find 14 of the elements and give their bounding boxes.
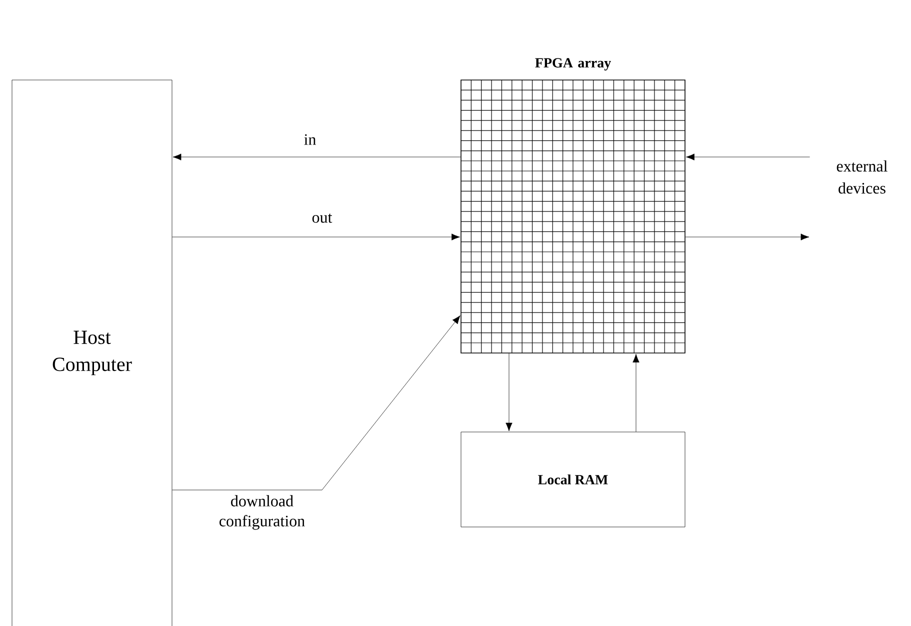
arrow <box>172 234 460 240</box>
edge-label: out <box>312 214 332 223</box>
arrow <box>172 154 461 160</box>
edge-label: in <box>304 134 316 145</box>
device-label: external devices <box>836 160 888 194</box>
host-computer-box: Host Computer <box>12 80 172 626</box>
heading: FPGA array <box>535 58 611 70</box>
arrow <box>685 234 810 240</box>
edge-label: download configuration <box>220 495 305 530</box>
arrow <box>632 354 640 432</box>
arrow <box>506 353 512 432</box>
arrow <box>686 154 810 160</box>
memory-box: Local RAM <box>460 432 686 528</box>
arrow <box>172 315 460 490</box>
